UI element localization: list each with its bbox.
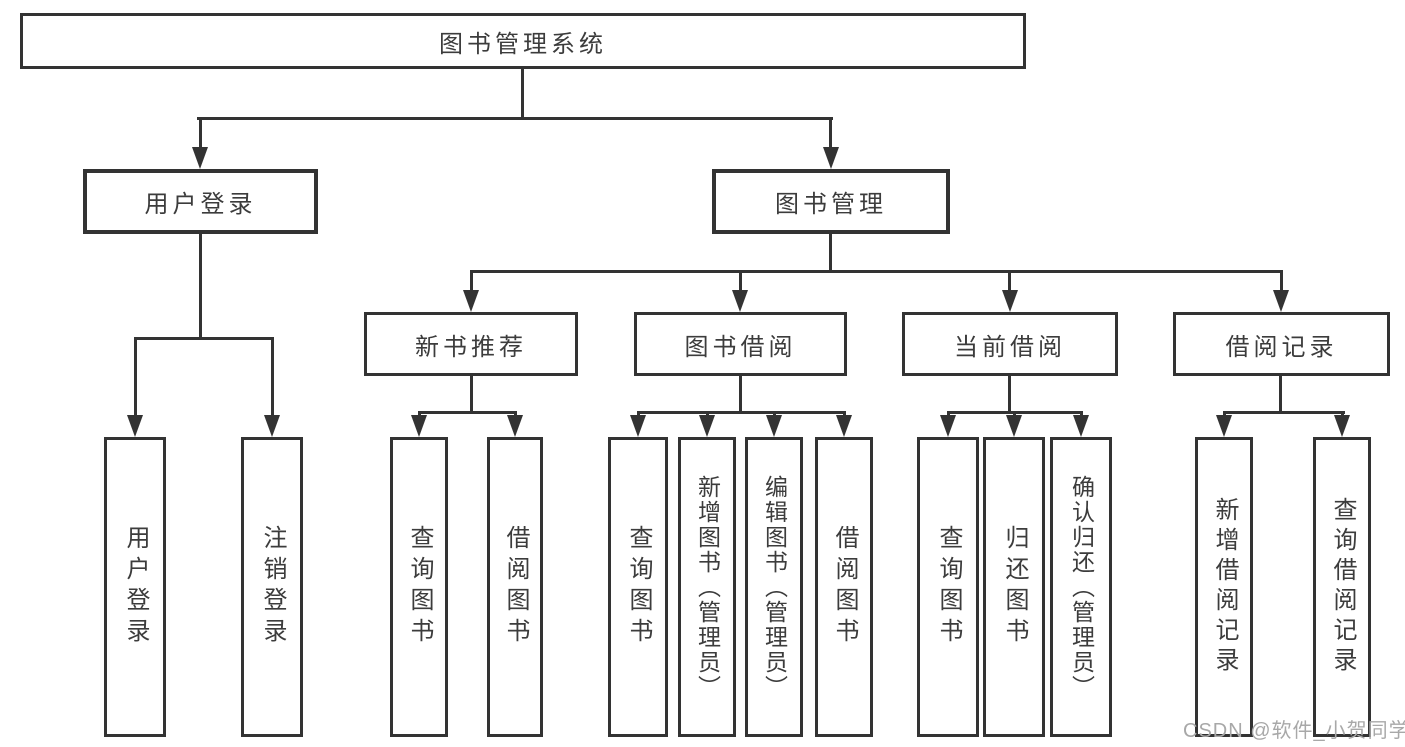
arrow-user-login [192, 147, 208, 169]
leaf-bb-add-books-admin-label: 新增图书（管理员） [694, 474, 721, 700]
connector-drop-new-books [470, 270, 473, 293]
csdn-watermark: CSDN @软件_小贺同学 [1183, 720, 1405, 742]
arrow-book-mgmt [823, 147, 839, 169]
leaf-nb-query-books: 查询图书 [390, 437, 448, 737]
arrow-cb-return [1006, 415, 1022, 437]
leaf-nb-borrow-books-label: 借阅图书 [502, 525, 529, 649]
connector-borrow-rail [637, 411, 846, 414]
leaf-cb-return-books: 归还图书 [983, 437, 1045, 737]
connector-drop-cb-confirm [1080, 411, 1083, 418]
leaf-cb-confirm-return-admin-label: 确认归还（管理员） [1068, 474, 1095, 700]
leaf-logout-label: 注销登录 [259, 525, 286, 649]
leaf-nb-borrow-books: 借阅图书 [487, 437, 543, 737]
leaf-rc-query-record: 查询借阅记录 [1313, 437, 1371, 737]
arrow-borrow [732, 290, 748, 312]
leaf-bb-edit-books-admin: 编辑图书（管理员） [745, 437, 803, 737]
connector-drop-bb-query [637, 411, 640, 418]
connector-drop-borrow [739, 270, 742, 293]
connector-drop-nb-query [418, 411, 421, 418]
node-book-borrow: 图书借阅 [634, 312, 847, 376]
connector-new-books-rail [418, 411, 517, 414]
connector-records-stem [1279, 374, 1282, 414]
leaf-rc-add-record-label: 新增借阅记录 [1211, 497, 1238, 677]
connector-level1-rail [197, 117, 833, 120]
arrow-leaf-logout [264, 415, 280, 437]
node-user-login-label: 用户登录 [144, 191, 257, 218]
arrow-cb-confirm [1073, 415, 1089, 437]
arrow-cb-query [940, 415, 956, 437]
leaf-cb-query-books: 查询图书 [917, 437, 979, 737]
node-new-book-recommend: 新书推荐 [364, 312, 578, 376]
connector-drop-user-login [199, 117, 202, 150]
connector-level2-rail [470, 270, 1283, 273]
node-book-management: 图书管理 [712, 169, 950, 234]
leaf-bb-borrow-books: 借阅图书 [815, 437, 873, 737]
connector-borrow-stem [739, 374, 742, 414]
connector-drop-rc-add [1223, 411, 1226, 418]
connector-drop-bb-borrow [843, 411, 846, 418]
leaf-bb-query-books: 查询图书 [608, 437, 668, 737]
node-current-borrow: 当前借阅 [902, 312, 1118, 376]
arrow-nb-query [411, 415, 427, 437]
arrow-bb-query [630, 415, 646, 437]
leaf-user-login: 用户登录 [104, 437, 166, 737]
arrow-rc-query [1334, 415, 1350, 437]
connector-drop-current [1008, 270, 1011, 293]
connector-current-stem [1008, 374, 1011, 414]
leaf-rc-add-record: 新增借阅记录 [1195, 437, 1253, 737]
leaf-bb-query-books-label: 查询图书 [625, 525, 652, 649]
leaf-bb-borrow-books-label: 借阅图书 [831, 525, 858, 649]
arrow-bb-add [699, 415, 715, 437]
arrow-bb-edit [766, 415, 782, 437]
arrow-records [1273, 290, 1289, 312]
connector-drop-cb-query [947, 411, 950, 418]
connector-root-stem [521, 67, 524, 120]
leaf-bb-add-books-admin: 新增图书（管理员） [678, 437, 736, 737]
arrow-new-books [463, 290, 479, 312]
leaf-cb-query-books-label: 查询图书 [935, 525, 962, 649]
node-book-borrow-label: 图书借阅 [684, 333, 797, 361]
leaf-bb-edit-books-admin-label: 编辑图书（管理员） [761, 474, 788, 700]
node-root: 图书管理系统 [20, 13, 1026, 69]
connector-drop-bb-edit [773, 411, 776, 418]
connector-records-rail [1223, 411, 1345, 414]
node-borrow-records-label: 借阅记录 [1225, 333, 1338, 361]
node-root-label: 图书管理系统 [439, 30, 607, 58]
arrow-bb-borrow [836, 415, 852, 437]
connector-drop-cb-return [1013, 411, 1016, 418]
arrow-nb-borrow [507, 415, 523, 437]
arrow-current [1002, 290, 1018, 312]
leaf-cb-return-books-label: 归还图书 [1001, 525, 1028, 649]
connector-drop-leaf-logout [271, 337, 274, 417]
connector-user-login-stem [199, 232, 202, 339]
connector-drop-book-mgmt [829, 117, 832, 150]
node-book-management-label: 图书管理 [775, 191, 887, 218]
leaf-nb-query-books-label: 查询图书 [406, 525, 433, 649]
connector-drop-leaf-login [134, 337, 137, 417]
leaf-cb-confirm-return-admin: 确认归还（管理员） [1050, 437, 1112, 737]
leaf-logout: 注销登录 [241, 437, 303, 737]
arrow-rc-add [1216, 415, 1232, 437]
connector-user-login-rail [134, 337, 274, 340]
connector-drop-bb-add [706, 411, 709, 418]
connector-drop-rc-query [1341, 411, 1344, 418]
arrow-leaf-login [127, 415, 143, 437]
node-borrow-records: 借阅记录 [1173, 312, 1390, 376]
connector-book-mgmt-stem [829, 232, 832, 273]
connector-drop-nb-borrow [514, 411, 517, 418]
connector-drop-records [1280, 270, 1283, 293]
node-new-book-recommend-label: 新书推荐 [415, 333, 527, 361]
leaf-user-login-label: 用户登录 [122, 525, 149, 649]
node-current-borrow-label: 当前借阅 [954, 333, 1066, 361]
node-user-login: 用户登录 [83, 169, 318, 234]
connector-new-books-stem [470, 374, 473, 414]
leaf-rc-query-record-label: 查询借阅记录 [1329, 497, 1356, 677]
